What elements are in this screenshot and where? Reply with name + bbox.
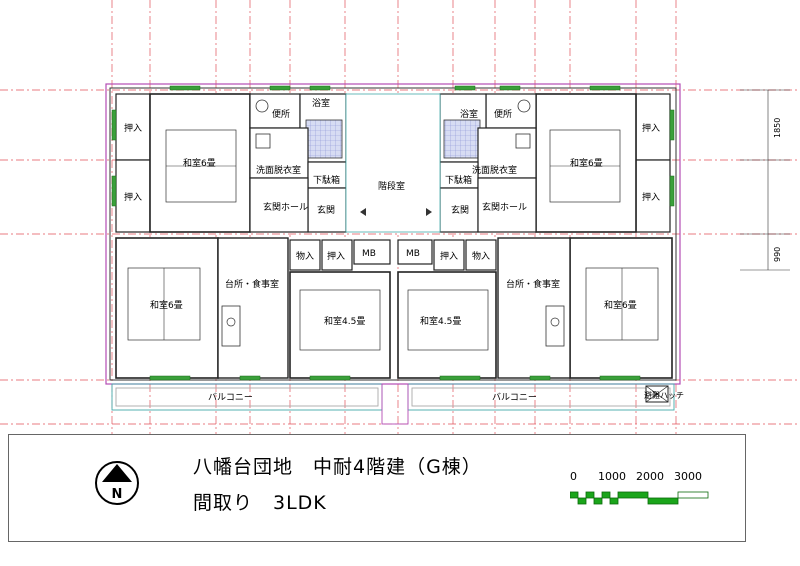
room-label: バルコニー bbox=[208, 392, 253, 403]
room-label: 台所・食事室 bbox=[506, 278, 560, 290]
room-label: 下駄箱 bbox=[313, 174, 340, 186]
room-label: 押入 bbox=[124, 122, 142, 134]
scale-bar-graphic bbox=[570, 491, 709, 505]
dimension-lines bbox=[740, 89, 790, 271]
room-label: 洗面脱衣室 bbox=[472, 164, 517, 176]
left-unit bbox=[115, 93, 391, 379]
scale-tick-label: 2000 bbox=[636, 470, 664, 483]
room-label: 玄関 bbox=[451, 204, 469, 216]
room-label: 和室6畳 bbox=[150, 299, 183, 311]
balcony bbox=[111, 383, 675, 425]
north-arrow-icon: N bbox=[92, 458, 142, 508]
room-label: 浴室 bbox=[460, 108, 478, 120]
scale-tick-label: 3000 bbox=[674, 470, 702, 483]
room-label: 押入 bbox=[440, 250, 458, 262]
room-label: 和室6畳 bbox=[183, 157, 216, 169]
north-label: N bbox=[112, 487, 123, 502]
evacuation-hatch bbox=[645, 385, 669, 403]
room-label: 洗面脱衣室 bbox=[256, 164, 301, 176]
dimension-upper: 1850 bbox=[773, 118, 782, 138]
room-label: 押入 bbox=[327, 250, 345, 262]
room-label: 台所・食事室 bbox=[225, 278, 279, 290]
room-label: 玄関ホール bbox=[263, 201, 308, 213]
room-label: 和室6畳 bbox=[570, 157, 603, 169]
right-unit bbox=[397, 93, 673, 379]
room-label: 階段室 bbox=[378, 180, 405, 192]
room-label: 便所 bbox=[494, 108, 512, 120]
room-label: 押入 bbox=[642, 122, 660, 134]
window-marks bbox=[111, 85, 675, 381]
page-subtitle: 間取り 3LDK bbox=[193, 492, 327, 514]
room-label: 浴室 bbox=[312, 97, 330, 109]
room-label: 便所 bbox=[272, 108, 290, 120]
room-label: MB bbox=[362, 249, 376, 259]
dimension-lower: 990 bbox=[773, 247, 782, 262]
room-label: 物入 bbox=[472, 250, 490, 262]
room-label: 物入 bbox=[296, 250, 314, 262]
scale-bar: 0 1000 2000 3000 bbox=[560, 470, 710, 515]
page-title: 八幡台団地 中耐4階建（G棟） bbox=[193, 456, 482, 478]
room-label: 和室4.5畳 bbox=[420, 315, 461, 327]
floor-plan: 1850 990 押入 押入 和室6畳 便所 浴室 洗面脱衣室 下駄箱 玄関ホー… bbox=[0, 0, 800, 434]
room-label: バルコニー bbox=[492, 392, 537, 403]
scale-tick-label: 0 bbox=[570, 470, 577, 483]
scale-tick-label: 1000 bbox=[598, 470, 626, 483]
room-label: 下駄箱 bbox=[445, 174, 472, 186]
room-label: 玄関ホール bbox=[482, 201, 527, 213]
room-label: 押入 bbox=[642, 191, 660, 203]
room-label: 避難ハッチ bbox=[644, 390, 684, 400]
room-label: 和室6畳 bbox=[604, 299, 637, 311]
stair-hall bbox=[345, 93, 441, 233]
room-label: MB bbox=[406, 249, 420, 259]
room-label: 和室4.5畳 bbox=[324, 315, 365, 327]
room-label: 玄関 bbox=[317, 204, 335, 216]
room-label: 押入 bbox=[124, 191, 142, 203]
